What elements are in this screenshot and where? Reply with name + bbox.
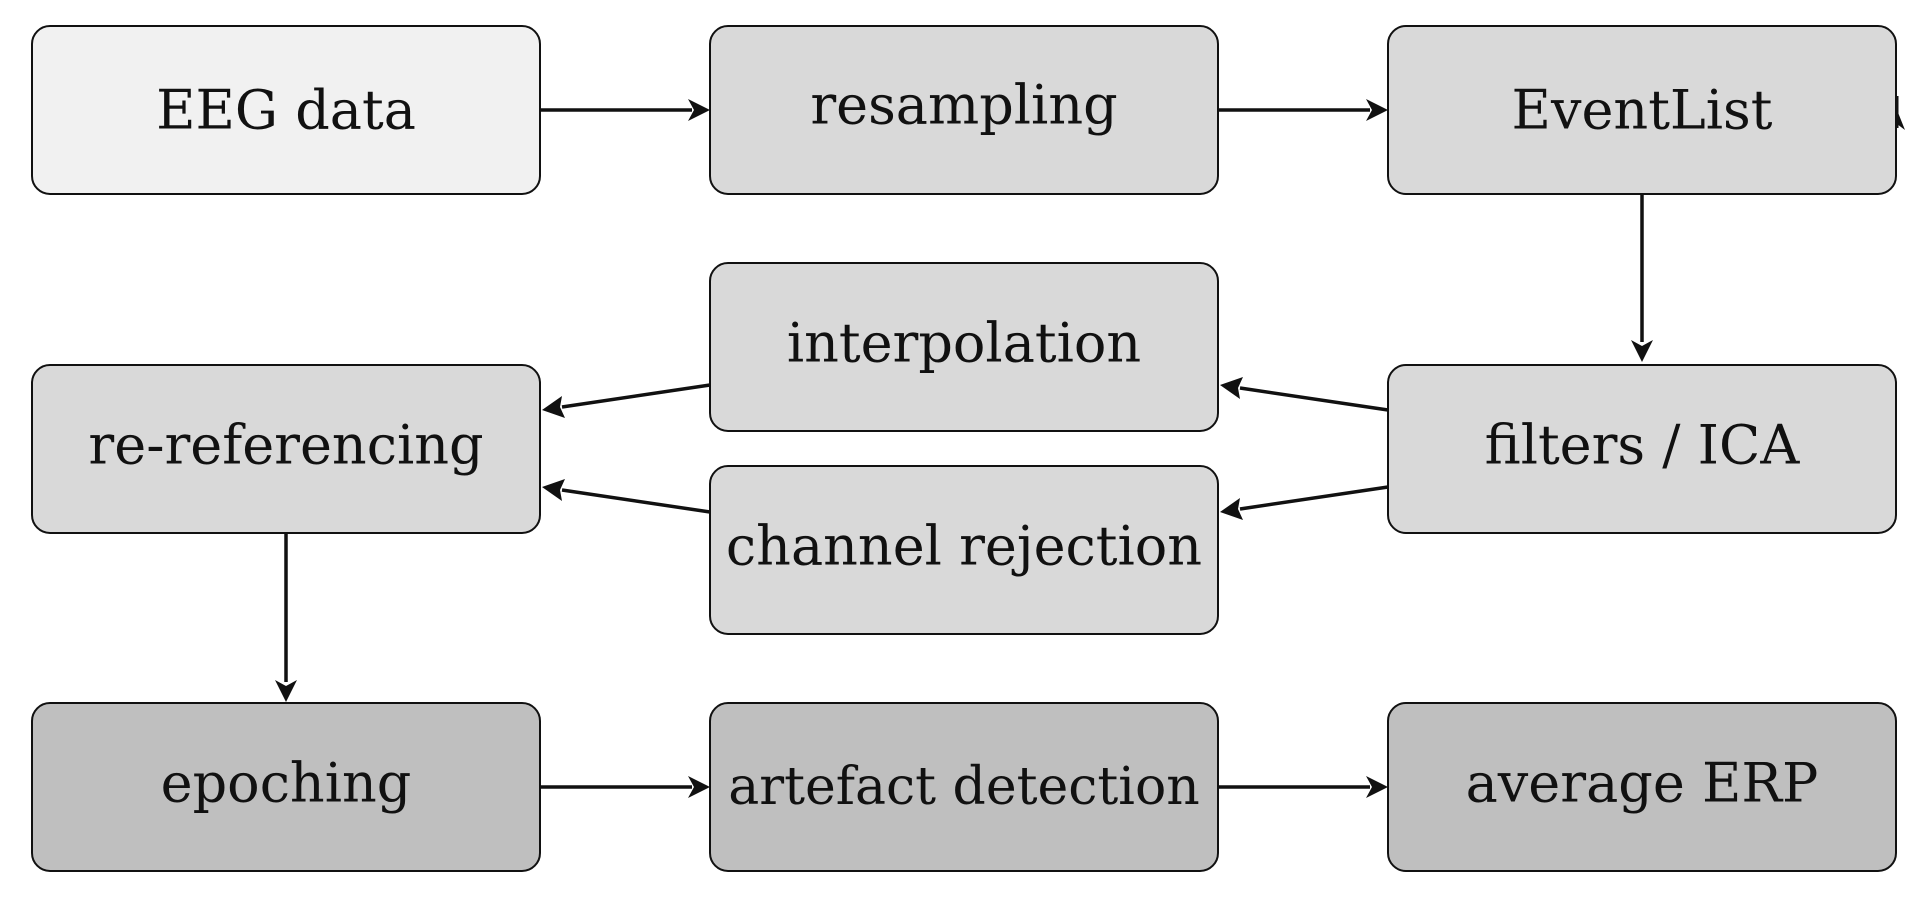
nodes: EEG data resampling EventList interpolat… bbox=[31, 25, 1897, 872]
node-filters-ica-box bbox=[1387, 364, 1897, 534]
node-interpolation-box bbox=[709, 262, 1219, 432]
node-resampling-box bbox=[709, 25, 1219, 195]
edge-resampling-to-eventlist bbox=[1218, 99, 1388, 121]
node-average-erp-box bbox=[1387, 702, 1897, 872]
edge-eeg-data-to-resampling bbox=[540, 99, 710, 121]
node-re-referencing-box bbox=[31, 364, 541, 534]
edge-filters-ica-to-interpolation bbox=[1220, 377, 1389, 412]
edge-filters-ica-to-channel-rejection bbox=[1220, 485, 1389, 520]
node-eeg-data-box bbox=[31, 25, 541, 195]
node-artefact-detection-label: artefact detection bbox=[728, 757, 1200, 817]
edge-re-referencing-to-epoching bbox=[275, 533, 297, 702]
node-re-referencing-label: re-referencing bbox=[88, 414, 483, 477]
edge-epoching-to-artefact-detection bbox=[540, 776, 710, 798]
node-filters-ica: filters / ICA bbox=[1387, 364, 1897, 534]
edge-eventlist-to-filters-ica bbox=[1631, 194, 1653, 362]
node-filters-ica-label: filters / ICA bbox=[1485, 414, 1801, 477]
node-channel-rejection: channel rejection bbox=[709, 465, 1219, 635]
edge-channel-rejection-to-re-referencing bbox=[542, 479, 711, 514]
node-epoching-label: epoching bbox=[161, 752, 412, 815]
node-re-referencing: re-referencing bbox=[31, 364, 541, 534]
node-average-erp: average ERP bbox=[1387, 702, 1897, 872]
edge-artefact-detection-to-average-erp bbox=[1218, 776, 1388, 798]
node-average-erp-label: average ERP bbox=[1466, 752, 1819, 815]
node-interpolation-label: interpolation bbox=[787, 312, 1141, 375]
node-eventlist-label: EventList bbox=[1512, 79, 1773, 142]
node-artefact-detection: artefact detection bbox=[709, 702, 1219, 872]
node-epoching: epoching bbox=[31, 702, 541, 872]
edges bbox=[275, 99, 1653, 798]
node-artefact-detection-box bbox=[709, 702, 1219, 872]
node-epoching-box bbox=[31, 702, 541, 872]
node-channel-rejection-label: channel rejection bbox=[726, 515, 1202, 578]
node-resampling-label: resampling bbox=[810, 74, 1117, 137]
edge-interpolation-to-re-referencing bbox=[542, 383, 711, 418]
node-resampling: resampling bbox=[709, 25, 1219, 195]
node-eventlist-box bbox=[1387, 25, 1897, 195]
node-eeg-data: EEG data bbox=[31, 25, 541, 195]
node-eventlist: EventList bbox=[1387, 25, 1897, 195]
node-channel-rejection-box bbox=[709, 465, 1219, 635]
node-eeg-data-label: EEG data bbox=[156, 79, 416, 142]
node-interpolation: interpolation bbox=[709, 262, 1219, 432]
